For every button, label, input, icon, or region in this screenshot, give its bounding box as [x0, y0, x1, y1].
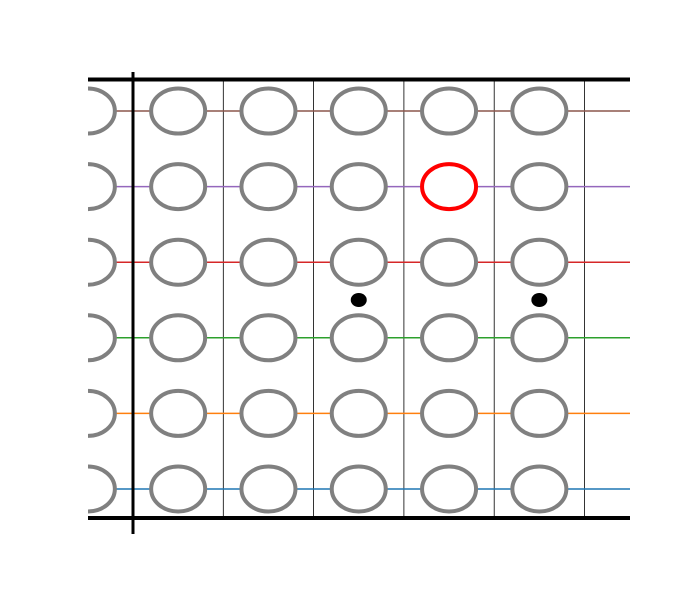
lattice-node	[420, 464, 479, 514]
marker-dot	[350, 293, 367, 307]
lattice-node	[149, 86, 208, 136]
lattice-node	[420, 313, 479, 363]
frame	[88, 72, 630, 534]
lattice-node	[149, 162, 208, 212]
vertical-gridlines	[222, 78, 585, 520]
lattice-node	[239, 86, 298, 136]
lattice-node	[329, 237, 388, 287]
lattice-node	[88, 388, 117, 438]
lattice-node	[420, 388, 479, 438]
lattice-node	[510, 388, 569, 438]
lattice-node	[510, 464, 569, 514]
markers	[350, 293, 548, 307]
lattice-node	[88, 313, 117, 363]
lattice-node	[329, 313, 388, 363]
lattice-node	[329, 388, 388, 438]
lattice-node	[88, 237, 117, 287]
lattice-node	[329, 464, 388, 514]
lattice-node	[149, 464, 208, 514]
lattice-node	[239, 388, 298, 438]
lattice-node	[149, 237, 208, 287]
lattice-node	[420, 237, 479, 287]
lattice-node	[510, 162, 569, 212]
lattice-node	[239, 464, 298, 514]
lattice-node	[149, 388, 208, 438]
lattice-node	[88, 86, 117, 136]
lattice-node	[239, 162, 298, 212]
lattice-node	[420, 86, 479, 136]
lattice-node	[88, 162, 117, 212]
lattice-node	[329, 162, 388, 212]
lattice-nodes	[88, 86, 569, 514]
plot-area	[88, 78, 630, 520]
lattice-node	[239, 237, 298, 287]
lattice-node	[329, 86, 388, 136]
marker-dot	[531, 293, 548, 307]
lattice-node	[149, 313, 208, 363]
highlighted-node	[420, 162, 479, 212]
lattice-node	[510, 313, 569, 363]
lattice-node	[510, 86, 569, 136]
lattice-node	[239, 313, 298, 363]
lattice-node	[88, 464, 117, 514]
lattice-node	[510, 237, 569, 287]
